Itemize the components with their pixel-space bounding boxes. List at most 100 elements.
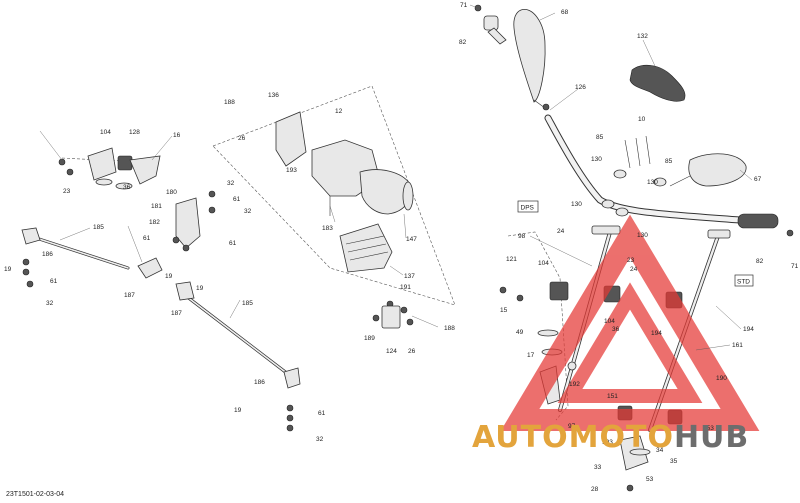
lower-fasteners — [372, 300, 414, 329]
callout-153: 153 — [703, 425, 714, 432]
callout-82-b: 82 — [756, 258, 764, 265]
upper-bracket — [275, 111, 307, 167]
callout-28: 28 — [591, 486, 599, 493]
callout-126: 126 — [575, 84, 586, 91]
watermark-part-2: MOTO — [568, 420, 674, 455]
callout-26-a: 26 — [238, 135, 246, 142]
assembly-outline-steering — [212, 85, 456, 306]
callout-49: 49 — [516, 329, 524, 336]
callout-191: 191 — [400, 284, 411, 291]
callout-61-a: 61 — [233, 196, 241, 203]
callout-61-e: 61 — [318, 410, 326, 417]
callout-98: 98 — [518, 233, 526, 240]
skid-cover — [339, 223, 393, 273]
callout-23-a: 23 — [63, 188, 71, 195]
callout-186-b: 186 — [254, 379, 265, 386]
callout-33: 33 — [594, 464, 602, 471]
callout-34: 34 — [656, 447, 664, 454]
drawing-code: 23T1501-02-03-04 — [6, 491, 64, 498]
callout-186-a: 186 — [42, 251, 53, 258]
callout-128: 128 — [129, 129, 140, 136]
watermark-triangle — [500, 214, 760, 431]
callout-137: 137 — [404, 273, 415, 280]
callout-17: 17 — [527, 352, 535, 359]
callout-61-b: 61 — [143, 235, 151, 242]
callout-192: 192 — [569, 381, 580, 388]
power-steering-unit — [311, 139, 414, 216]
callout-53: 53 — [646, 476, 654, 483]
std-label-box: STD — [734, 274, 754, 287]
leader-lines — [39, 4, 753, 351]
callout-104-c: 104 — [604, 318, 615, 325]
dps-label: DPS — [521, 205, 535, 212]
handguard-cover — [629, 64, 686, 102]
callout-121: 121 — [506, 256, 517, 263]
callout-19-a: 19 — [4, 266, 12, 273]
callout-188-a: 188 — [224, 99, 235, 106]
callout-19-b: 19 — [165, 273, 173, 280]
callout-190: 190 — [716, 375, 727, 382]
callout-85-a: 85 — [596, 134, 604, 141]
callout-23-b: 23 — [627, 257, 635, 264]
callout-36-a: 36 — [123, 184, 131, 191]
callout-82: 82 — [459, 39, 467, 46]
callout-151: 151 — [607, 393, 618, 400]
callout-136: 136 — [268, 92, 279, 99]
callout-188-b: 188 — [444, 325, 455, 332]
callout-104-b: 104 — [538, 260, 549, 267]
pitman-arm-bracket — [58, 147, 161, 190]
watermark-part-1: AUTO — [472, 420, 569, 455]
handlebar — [544, 114, 744, 224]
callout-161: 161 — [732, 342, 743, 349]
dps-label-box: DPS — [517, 200, 539, 213]
tie-rod-upper — [21, 227, 163, 288]
callout-19-c: 19 — [196, 285, 204, 292]
callout-61-c: 61 — [229, 240, 237, 247]
callout-194-a: 194 — [651, 330, 662, 337]
callout-36-b: 36 — [612, 326, 620, 333]
callout-32-b: 32 — [244, 208, 252, 215]
callout-132: 132 — [637, 33, 648, 40]
callout-19-d: 19 — [234, 407, 242, 414]
callout-130-d: 130 — [637, 232, 648, 239]
callout-104-a: 104 — [100, 129, 111, 136]
callout-124: 124 — [386, 348, 397, 355]
callout-180: 180 — [166, 189, 177, 196]
callout-193-b: 193 — [602, 439, 613, 446]
mirror-right — [669, 153, 747, 187]
callout-187-b: 187 — [171, 310, 182, 317]
std-label: STD — [737, 279, 750, 286]
mirror-left — [513, 9, 550, 111]
callout-32-a: 32 — [227, 180, 235, 187]
callout-85-b: 85 — [665, 158, 673, 165]
callout-32-c: 32 — [46, 300, 54, 307]
callout-10: 10 — [638, 116, 646, 123]
callout-185-b: 185 — [242, 300, 253, 307]
callout-71: 71 — [460, 2, 468, 9]
callout-numbers: 71 68 82 132 126 10 85 85 130 130 130 13… — [4, 2, 799, 493]
callout-71-b: 71 — [791, 263, 799, 270]
callout-147: 147 — [406, 236, 417, 243]
callout-16: 16 — [173, 132, 181, 139]
callout-67: 67 — [754, 176, 762, 183]
callout-26-b: 26 — [408, 348, 416, 355]
callout-24-a: 24 — [557, 228, 565, 235]
steering-arm — [172, 190, 216, 252]
callout-182: 182 — [149, 219, 160, 226]
callout-32-d: 32 — [316, 436, 324, 443]
callout-35: 35 — [670, 458, 678, 465]
watermark-part-3: HUB — [673, 420, 750, 455]
callout-68: 68 — [561, 9, 569, 16]
callout-15: 15 — [500, 307, 508, 314]
grip-right — [737, 213, 794, 237]
callout-194-b: 194 — [743, 326, 754, 333]
tie-rod-lower — [175, 281, 301, 432]
callout-12: 12 — [335, 108, 343, 115]
watermark-text: AUTOMOTOHUB — [472, 420, 749, 455]
callout-24-b: 24 — [630, 266, 638, 273]
callout-61-d: 61 — [50, 278, 58, 285]
callout-185-a: 185 — [93, 224, 104, 231]
callout-130-a: 130 — [591, 156, 602, 163]
